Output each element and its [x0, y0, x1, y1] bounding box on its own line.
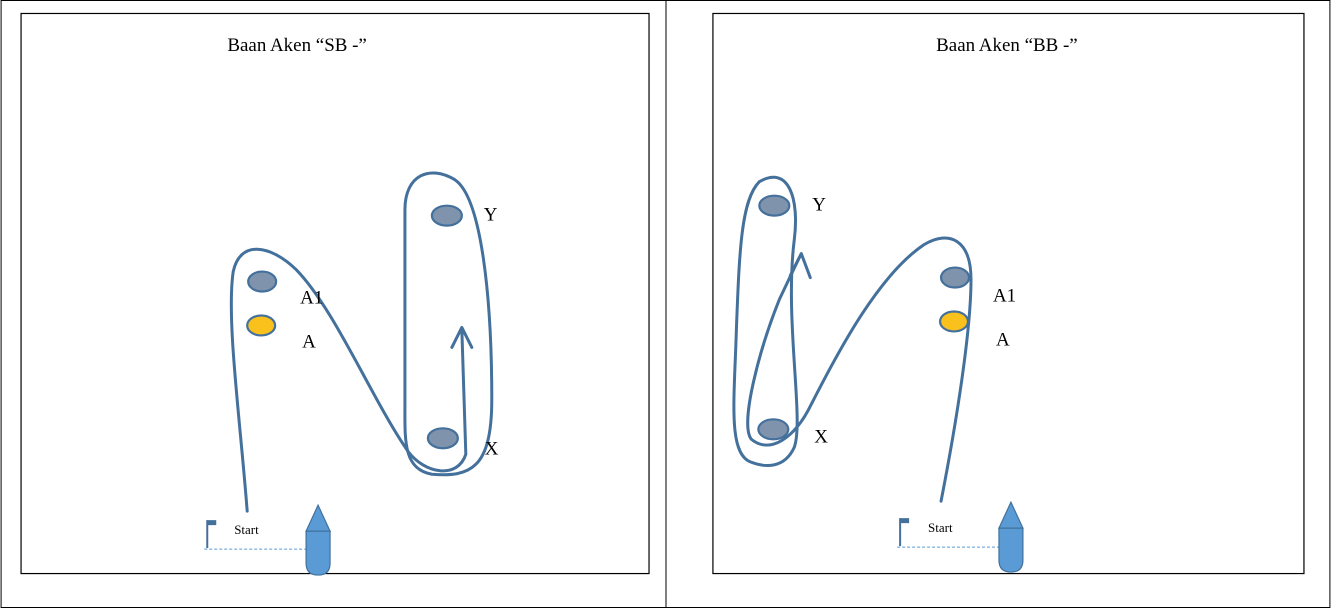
route-arrowhead	[788, 252, 812, 280]
buoy-y	[758, 194, 791, 217]
course-panel-sb: Baan Aken “SB -” Y A1 A X Start	[20, 12, 650, 576]
panel-title: Baan Aken “BB -”	[936, 35, 1078, 56]
buoy-label-y: Y	[812, 195, 826, 216]
buoy-a1	[939, 266, 971, 289]
buoy-label-a: A	[996, 329, 1010, 350]
panel-frame	[712, 12, 1305, 575]
buoy-y	[430, 204, 463, 227]
panel-frame	[20, 12, 650, 575]
buoy-x	[757, 418, 790, 441]
course-panel-bb: Baan Aken “BB -” Y A1 A X Start	[712, 12, 1305, 575]
buoy-label-a: A	[302, 331, 316, 352]
buoy-a	[246, 314, 277, 337]
start-label: Start	[928, 520, 953, 535]
start-flag-icon	[206, 520, 217, 549]
route-loop	[732, 175, 799, 467]
start-label: Start	[234, 522, 259, 537]
route-arrowhead	[450, 325, 474, 349]
buoy-a	[938, 310, 970, 333]
buoy-a1	[247, 270, 278, 293]
buoy-label-a1: A1	[300, 288, 323, 309]
buoy-label-y: Y	[484, 205, 498, 226]
buoy-label-a1: A1	[993, 286, 1016, 307]
panel-title: Baan Aken “SB -”	[227, 35, 366, 56]
committee-boat-icon	[305, 503, 331, 576]
buoy-label-x: X	[485, 438, 499, 459]
committee-boat-icon	[998, 500, 1024, 573]
buoy-label-x: X	[814, 426, 828, 447]
course-route	[229, 247, 468, 513]
route-loop	[403, 171, 494, 477]
start-flag-icon	[899, 518, 910, 547]
buoy-x	[426, 427, 459, 450]
